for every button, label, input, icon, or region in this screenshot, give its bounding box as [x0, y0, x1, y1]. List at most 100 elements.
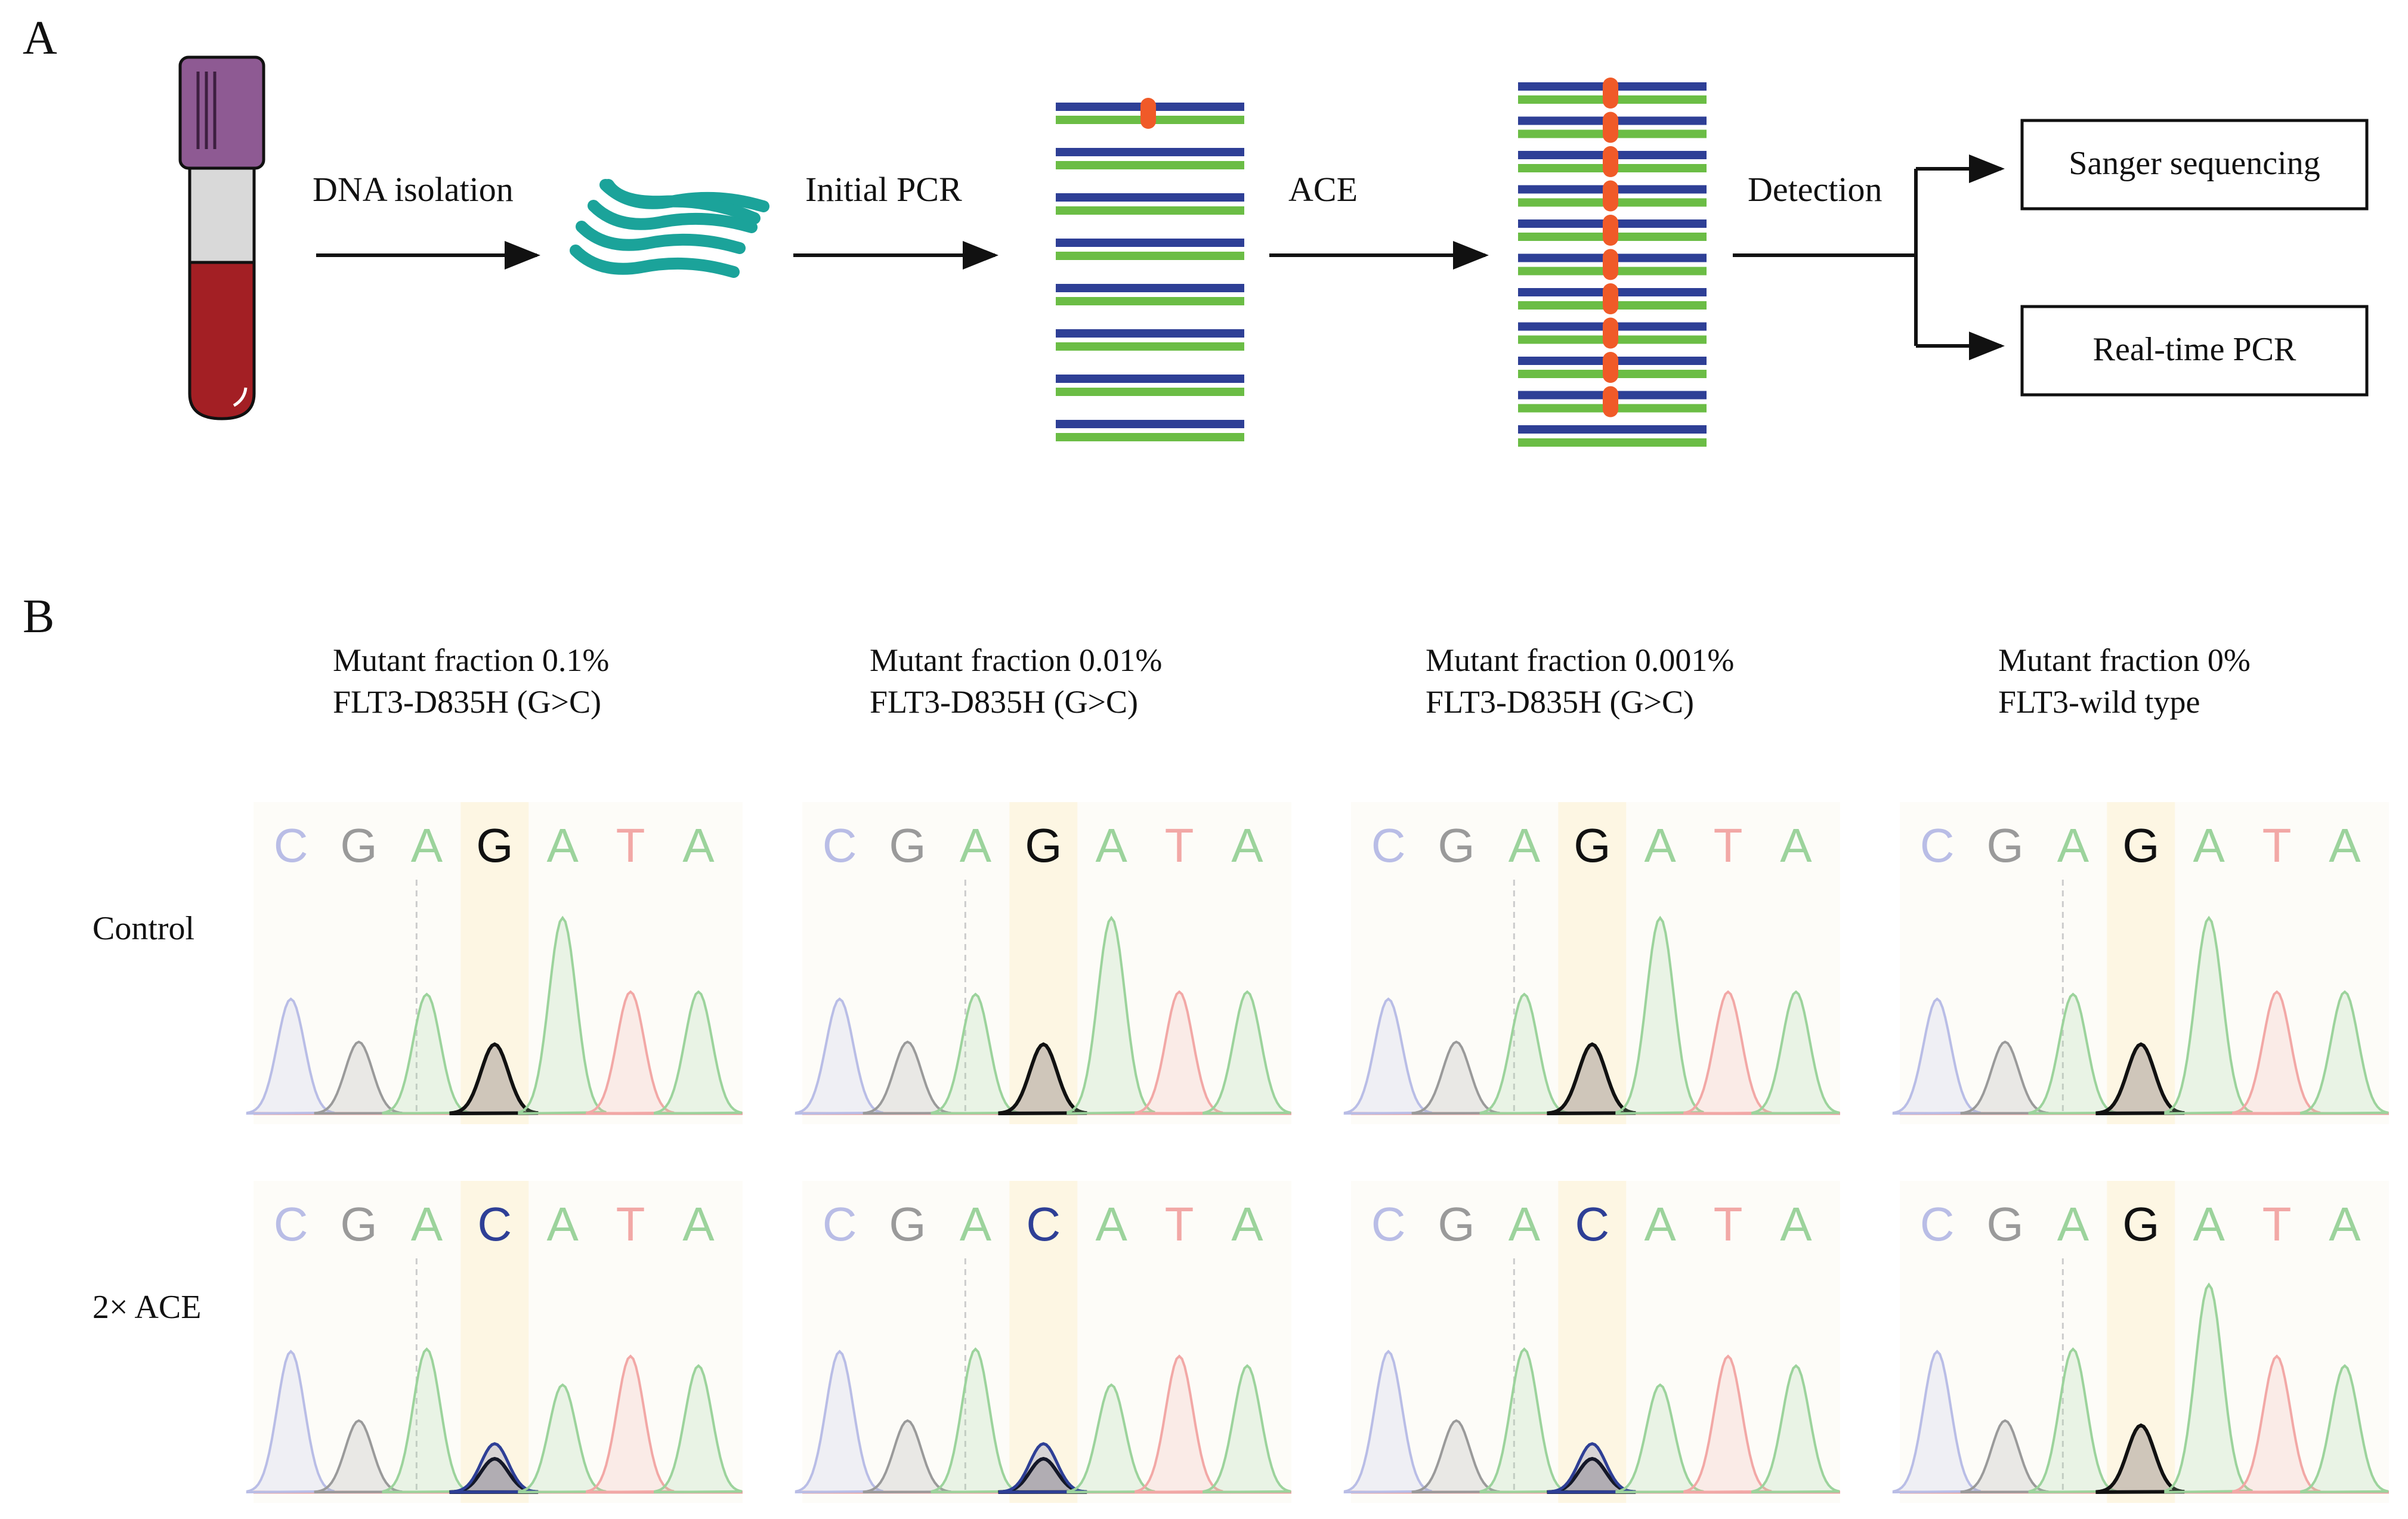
trace-peak [1411, 1419, 1500, 1494]
base-call: T [1714, 819, 1743, 872]
strand-top [1518, 425, 1707, 434]
base-call: A [2057, 1198, 2089, 1251]
strand-bottom [1056, 297, 1244, 305]
base-call: A [2329, 1198, 2361, 1251]
strand-top [1056, 148, 1244, 156]
trace-peak [2028, 992, 2117, 1115]
trace-peak [1343, 1350, 1433, 1494]
output-label-realtime-pcr: Real-time PCR [2093, 331, 2296, 368]
trace-peak [314, 1419, 403, 1494]
base-call: A [547, 819, 579, 872]
trace-peak [654, 1364, 743, 1494]
column-3-variant: FLT3-D835H (G>C) [1426, 684, 1694, 720]
base-call: C [1371, 819, 1406, 872]
column-1-fraction: Mutant fraction 0.1% [333, 642, 609, 678]
trace-peak [1615, 915, 1704, 1115]
trace-peak [586, 1354, 675, 1494]
strand-top [1056, 420, 1244, 428]
trace-peak [1203, 1364, 1291, 1494]
base-call: G [1025, 819, 1062, 872]
trace-peak [863, 1419, 951, 1494]
trace-peak [382, 1347, 471, 1494]
mutation-mark [1603, 249, 1618, 280]
highlight-column [1558, 802, 1627, 1124]
trace-peak [1203, 990, 1291, 1115]
strand-bottom [1056, 342, 1244, 351]
panel-a-label: A [23, 12, 57, 64]
base-call: C [274, 819, 308, 872]
trace-peak [1751, 990, 1840, 1115]
base-call: C [1920, 819, 1955, 872]
strand-top [1056, 329, 1244, 338]
column-4-fraction: Mutant fraction 0% [1998, 642, 2251, 678]
step-label-ace: ACE [1288, 170, 1358, 209]
base-call: C [274, 1198, 308, 1251]
strand-bottom [1056, 433, 1244, 441]
ace-enriched-duplex-stack [1518, 78, 1707, 447]
detection-branch-arrows [1733, 154, 2005, 360]
base-call: G [2122, 1198, 2159, 1251]
base-call: G [1574, 819, 1611, 872]
trace-peak [1067, 915, 1155, 1115]
trace-peak [1683, 1354, 1772, 1494]
base-call: T [1714, 1198, 1743, 1251]
base-call: A [2193, 819, 2225, 872]
base-call: A [682, 1198, 715, 1251]
base-call: A [411, 819, 443, 872]
output-box-realtime-pcr: Real-time PCR [2020, 305, 2369, 397]
base-call: C [477, 1198, 512, 1251]
trace-peak [518, 915, 607, 1115]
dna-strand-3 [576, 221, 746, 254]
mutation-mark [1603, 283, 1618, 314]
trace-peak [2028, 1347, 2117, 1494]
panel-b-label: B [23, 590, 54, 643]
base-call: A [1509, 1198, 1541, 1251]
output-label-sanger: Sanger sequencing [2069, 145, 2320, 182]
strand-top [1056, 284, 1244, 292]
base-call: A [1780, 1198, 1812, 1251]
trace-peak [246, 997, 335, 1115]
highlight-column [2107, 1181, 2175, 1503]
blood-tube-icon [178, 55, 265, 420]
trace-peak [314, 1040, 403, 1115]
strand-bottom [1056, 161, 1244, 169]
base-call: A [960, 1198, 992, 1251]
trace-peak [795, 997, 883, 1115]
strand-bottom [1056, 206, 1244, 215]
highlight-column [2107, 802, 2175, 1124]
base-call: G [1986, 819, 2023, 872]
column-2-variant: FLT3-D835H (G>C) [870, 684, 1138, 720]
highlight-column [1009, 1181, 1078, 1503]
base-call: A [1780, 819, 1812, 872]
base-call: T [616, 1198, 645, 1251]
base-call: A [1645, 1198, 1677, 1251]
step-label-initial-pcr: Initial PCR [805, 170, 962, 209]
highlight-column [460, 802, 529, 1124]
strand-top [1056, 193, 1244, 202]
base-call: G [1438, 1198, 1475, 1251]
base-call: A [1096, 1198, 1128, 1251]
mutation-mark [1603, 215, 1618, 246]
base-call: T [1165, 1198, 1194, 1251]
base-call: G [1986, 1198, 2023, 1251]
trace-peak [1067, 1383, 1155, 1494]
base-call: A [1096, 819, 1128, 872]
trace-peak [1411, 1040, 1500, 1115]
trace-peak [1135, 990, 1223, 1115]
trace-peak [1892, 1350, 1982, 1494]
mutation-mark [1603, 352, 1618, 383]
strand-bottom [1518, 438, 1707, 447]
base-call: A [1231, 819, 1263, 872]
trace-peak [1479, 1347, 1568, 1494]
column-1-variant: FLT3-D835H (G>C) [333, 684, 601, 720]
trace-peak [1960, 1419, 2049, 1494]
trace-peak [931, 1347, 1019, 1494]
